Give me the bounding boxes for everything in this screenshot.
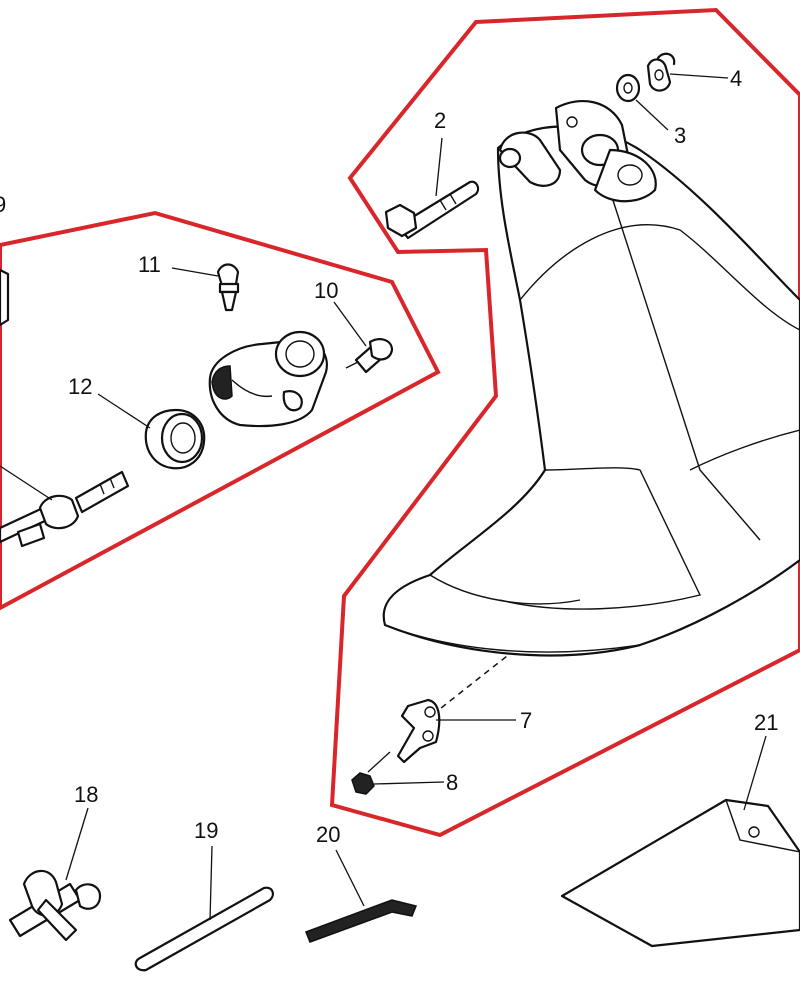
label-11: 11 xyxy=(138,252,161,277)
part-12-bearing xyxy=(144,408,206,470)
label-9: 9 xyxy=(0,192,6,217)
part-19-pin xyxy=(134,886,274,972)
label-4: 4 xyxy=(730,66,742,91)
leader-12 xyxy=(97,393,151,429)
label-12: 12 xyxy=(68,374,92,399)
drive-shaft xyxy=(0,470,130,548)
leader-19 xyxy=(209,845,213,921)
label-19: 19 xyxy=(194,818,218,843)
label-18: 18 xyxy=(74,782,98,807)
leader-11 xyxy=(171,267,219,277)
part-7-clip xyxy=(396,698,441,764)
part-21-cover xyxy=(560,798,800,948)
leader-8 xyxy=(373,781,445,785)
gearbox-housing xyxy=(208,330,328,428)
label-3: 3 xyxy=(674,123,686,148)
part-3-washer xyxy=(615,73,641,103)
leader-18 xyxy=(65,807,89,881)
guard-shield xyxy=(382,100,800,657)
leader-21 xyxy=(743,735,767,811)
part-20-hex-key xyxy=(305,899,418,943)
part-8-nut xyxy=(351,751,391,795)
leader-shaft xyxy=(0,465,53,501)
part-11-fitting xyxy=(216,263,240,312)
leader-10 xyxy=(333,301,367,347)
guard-assembly-outline xyxy=(329,7,800,838)
gearbox-assembly-outline xyxy=(0,210,441,611)
part-2-bolt xyxy=(384,180,480,240)
label-20: 20 xyxy=(316,822,340,847)
label-2: 2 xyxy=(434,108,446,133)
part-18-spanner xyxy=(8,869,102,942)
label-21: 21 xyxy=(754,710,778,735)
part-9-fragment xyxy=(0,268,10,327)
label-10: 10 xyxy=(314,278,338,303)
leader-20 xyxy=(335,849,365,907)
part-10-screw xyxy=(345,338,394,374)
leader-2 xyxy=(435,137,443,197)
leader-3 xyxy=(635,99,669,131)
label-7: 7 xyxy=(520,708,532,733)
label-8: 8 xyxy=(446,770,458,795)
leader-4 xyxy=(669,73,729,79)
part-4-wing-nut xyxy=(646,52,676,92)
